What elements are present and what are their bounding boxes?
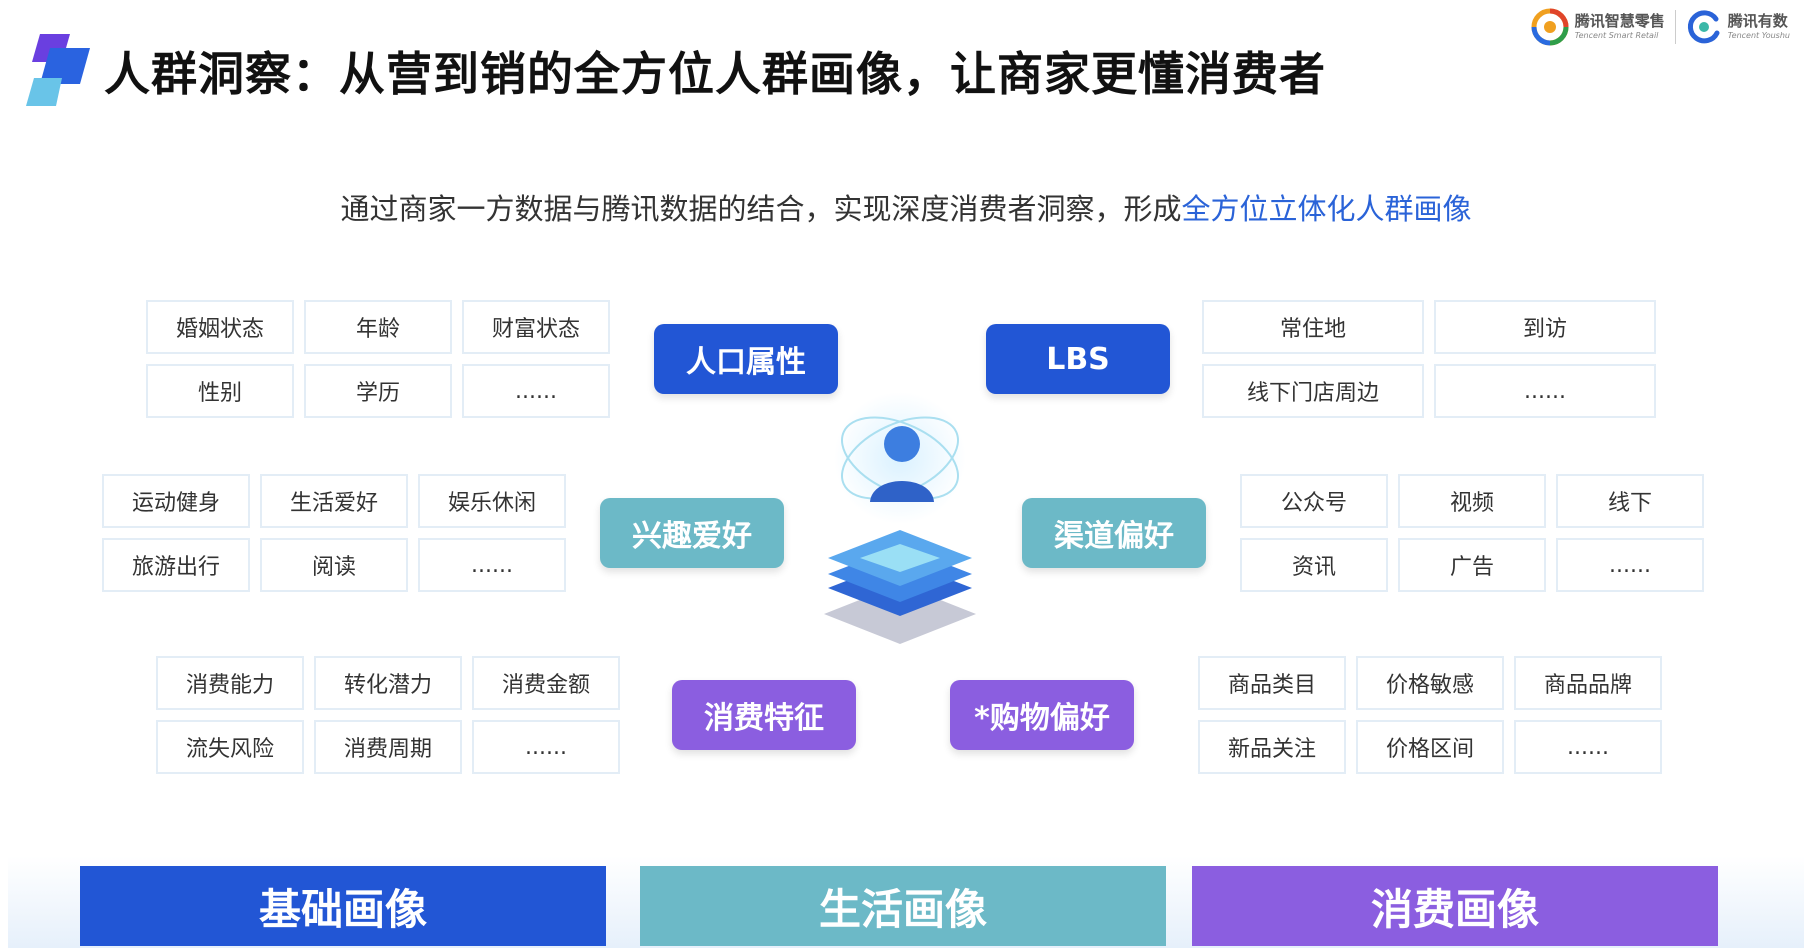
tag-product-brand: 商品品牌 [1514, 656, 1662, 710]
brand-logos: 腾讯智慧零售 Tencent Smart Retail 腾讯有数 Tencent… [1531, 8, 1790, 46]
tag-fitness: 运动健身 [102, 474, 250, 528]
tag-more: ...... [1514, 720, 1662, 774]
tag-travel: 旅游出行 [102, 538, 250, 592]
tag-life-hobbies: 生活爱好 [260, 474, 408, 528]
category-lbs: LBS [986, 324, 1170, 394]
page-title: 人群洞察：从营到销的全方位人群画像，让商家更懂消费者 [104, 38, 1326, 104]
tag-product-category: 商品类目 [1198, 656, 1346, 710]
tag-marital-status: 婚姻状态 [146, 300, 294, 354]
tag-news: 资讯 [1240, 538, 1388, 592]
tag-video: 视频 [1398, 474, 1546, 528]
tags-population: 婚姻状态 年龄 财富状态 性别 学历 ...... [146, 300, 610, 418]
tags-lbs: 常住地 到访 线下门店周边 ...... [1202, 300, 1656, 418]
tag-spending-cycle: 消费周期 [314, 720, 462, 774]
brand-name-en: Tencent Youshu [1728, 32, 1790, 40]
tag-more: ...... [418, 538, 566, 592]
tag-store-surroundings: 线下门店周边 [1202, 364, 1424, 418]
tag-age: 年龄 [304, 300, 452, 354]
tags-consumption: 消费能力 转化潜力 消费金额 流失风险 消费周期 ...... [156, 656, 620, 774]
tag-more: ...... [472, 720, 620, 774]
tag-visit: 到访 [1434, 300, 1656, 354]
subtitle-text: 通过商家一方数据与腾讯数据的结合，实现深度消费者洞察，形成 [340, 192, 1181, 226]
brand-tencent-smart-retail: 腾讯智慧零售 Tencent Smart Retail [1531, 8, 1665, 46]
tags-channel: 公众号 视频 线下 资讯 广告 ...... [1240, 474, 1704, 592]
tag-reading: 阅读 [260, 538, 408, 592]
brand-name-cn: 腾讯有数 [1728, 14, 1790, 29]
brand-divider [1675, 10, 1676, 44]
tag-gender: 性别 [146, 364, 294, 418]
tag-spending-amount: 消费金额 [472, 656, 620, 710]
category-population: 人口属性 [654, 324, 838, 394]
portrait-consumption: 消费画像 [1192, 866, 1718, 946]
category-interest: 兴趣爱好 [600, 498, 784, 568]
tag-more: ...... [1556, 538, 1704, 592]
tag-more: ...... [462, 364, 610, 418]
tag-official-account: 公众号 [1240, 474, 1388, 528]
tag-churn-risk: 流失风险 [156, 720, 304, 774]
brand-name-en: Tencent Smart Retail [1575, 32, 1665, 40]
tag-spending-power: 消费能力 [156, 656, 304, 710]
subtitle: 通过商家一方数据与腾讯数据的结合，实现深度消费者洞察，形成全方位立体化人群画像 [0, 186, 1812, 228]
tag-offline: 线下 [1556, 474, 1704, 528]
portrait-basic: 基础画像 [80, 866, 606, 946]
category-consumption: 消费特征 [672, 680, 856, 750]
tencent-youshu-logo-icon [1686, 9, 1722, 45]
tag-new-product-interest: 新品关注 [1198, 720, 1346, 774]
tags-shopping: 商品类目 价格敏感 商品品牌 新品关注 价格区间 ...... [1198, 656, 1662, 774]
tag-price-sensitivity: 价格敏感 [1356, 656, 1504, 710]
tag-wealth-status: 财富状态 [462, 300, 610, 354]
tag-price-range: 价格区间 [1356, 720, 1504, 774]
category-shopping: *购物偏好 [950, 680, 1134, 750]
tag-conversion-potential: 转化潜力 [314, 656, 462, 710]
tags-interest: 运动健身 生活爱好 娱乐休闲 旅游出行 阅读 ...... [102, 474, 566, 592]
portrait-lifestyle: 生活画像 [640, 866, 1166, 946]
brand-name-cn: 腾讯智慧零售 [1575, 14, 1665, 29]
tag-entertainment: 娱乐休闲 [418, 474, 566, 528]
tag-education: 学历 [304, 364, 452, 418]
logo-mark-icon [26, 34, 92, 108]
tag-residence: 常住地 [1202, 300, 1424, 354]
user-profile-center-icon [820, 388, 980, 648]
category-channel: 渠道偏好 [1022, 498, 1206, 568]
tag-more: ...... [1434, 364, 1656, 418]
brand-tencent-youshu: 腾讯有数 Tencent Youshu [1686, 9, 1790, 45]
subtitle-highlight: 全方位立体化人群画像 [1182, 192, 1472, 226]
tag-ads: 广告 [1398, 538, 1546, 592]
tencent-smart-retail-logo-icon [1531, 8, 1569, 46]
